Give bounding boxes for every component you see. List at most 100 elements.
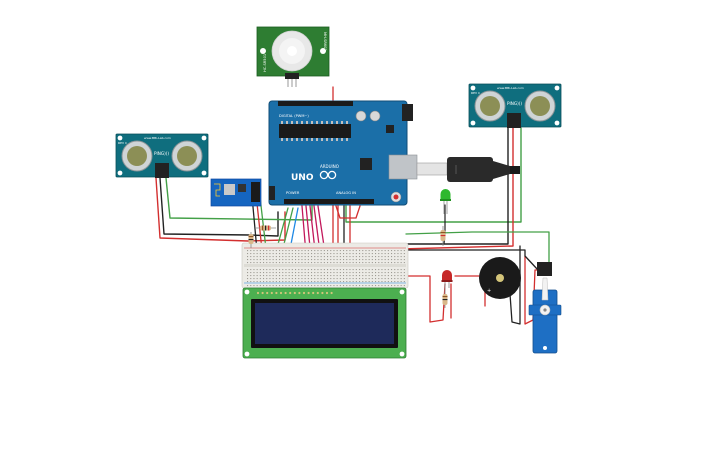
breadboard-hole — [343, 250, 345, 252]
breadboard-hole — [381, 253, 383, 255]
breadboard-hole — [339, 285, 341, 287]
pir-label-right: MH-SR602 — [323, 32, 327, 51]
breadboard-hole — [295, 285, 297, 287]
breadboard-hole — [288, 256, 290, 258]
breadboard-hole — [250, 250, 252, 252]
breadboard-hole — [384, 253, 386, 255]
breadboard-hole — [298, 285, 300, 287]
breadboard-hole — [323, 272, 325, 274]
breadboard-hole — [343, 285, 345, 287]
breadboard-hole — [403, 275, 405, 277]
breadboard-hole — [397, 269, 399, 271]
breadboard-hole — [400, 259, 402, 261]
breadboard-hole — [320, 275, 322, 277]
breadboard-hole — [362, 250, 364, 252]
breadboard-hole — [263, 275, 265, 277]
breadboard-hole — [304, 256, 306, 258]
breadboard-hole — [269, 262, 271, 264]
breadboard-hole — [362, 259, 364, 261]
breadboard-hole — [317, 259, 319, 261]
breadboard-hole — [253, 285, 255, 287]
breadboard-hole — [250, 256, 252, 258]
breadboard-hole — [394, 253, 396, 255]
breadboard-hole — [352, 278, 354, 280]
breadboard-hole — [400, 272, 402, 274]
breadboard-hole — [301, 256, 303, 258]
breadboard-hole — [317, 275, 319, 277]
resistor — [255, 225, 276, 231]
chip-pin — [296, 138, 298, 141]
breadboard-hole — [259, 256, 261, 258]
breadboard-hole — [378, 250, 380, 252]
chip-pin — [306, 121, 308, 124]
breadboard-hole — [282, 275, 284, 277]
breadboard-hole — [371, 281, 373, 283]
breadboard-hole — [288, 272, 290, 274]
breadboard-hole — [266, 253, 268, 255]
breadboard-hole — [259, 272, 261, 274]
breadboard-hole — [391, 269, 393, 271]
wire-red-arc — [335, 205, 361, 219]
breadboard-hole — [272, 281, 274, 283]
breadboard-hole — [323, 256, 325, 258]
breadboard-hole — [400, 253, 402, 255]
breadboard-hole — [346, 285, 348, 287]
breadboard-hole — [355, 250, 357, 252]
breadboard-hole — [250, 281, 252, 283]
breadboard-hole — [285, 272, 287, 274]
breadboard-hole — [320, 253, 322, 255]
breadboard-hole — [250, 253, 252, 255]
breadboard-hole — [368, 259, 370, 261]
breadboard-hole — [317, 278, 319, 280]
breadboard-hole — [381, 281, 383, 283]
breadboard-hole — [259, 285, 261, 287]
breadboard-hole — [301, 285, 303, 287]
analog-label: ANALOG IN — [336, 191, 356, 195]
breadboard-hole — [403, 250, 405, 252]
breadboard-hole — [403, 253, 405, 255]
breadboard-hole — [247, 256, 249, 258]
breadboard-hole — [375, 278, 377, 280]
breadboard-hole — [346, 253, 348, 255]
breadboard-hole — [384, 285, 386, 287]
breadboard-hole — [323, 269, 325, 271]
breadboard-hole — [371, 259, 373, 261]
breadboard-hole — [253, 272, 255, 274]
breadboard-hole — [355, 256, 357, 258]
lcd-pin — [284, 291, 287, 295]
svg-text:+: + — [487, 288, 491, 294]
lcd-pin — [261, 291, 264, 295]
chip-pin — [316, 121, 318, 124]
lcd-pin — [330, 291, 333, 295]
chip-pin — [331, 138, 333, 141]
breadboard-hole — [365, 275, 367, 277]
power-analog-header — [284, 199, 374, 204]
breadboard-hole — [333, 256, 335, 258]
lcd-screen — [255, 303, 394, 344]
resistor — [248, 232, 254, 248]
breadboard-hole — [275, 250, 277, 252]
breadboard-hole — [355, 278, 357, 280]
breadboard-hole — [394, 250, 396, 252]
breadboard-hole — [311, 250, 313, 252]
breadboard-hole — [346, 262, 348, 264]
breadboard-hole — [307, 256, 309, 258]
us-left-brand: www.BBi-Lab.com — [144, 136, 171, 140]
chip-pin — [291, 121, 293, 124]
breadboard-hole — [295, 259, 297, 261]
breadboard-hole — [349, 272, 351, 274]
breadboard-hole — [362, 253, 364, 255]
breadboard-hole — [384, 256, 386, 258]
breadboard-hole — [381, 269, 383, 271]
breadboard-hole — [285, 278, 287, 280]
breadboard-hole — [282, 285, 284, 287]
breadboard-hole — [333, 250, 335, 252]
breadboard-hole — [307, 253, 309, 255]
chip-pin — [326, 121, 328, 124]
breadboard-hole — [288, 253, 290, 255]
breadboard-hole — [333, 278, 335, 280]
breadboard-hole — [375, 281, 377, 283]
esp8266-wifi-module — [210, 178, 262, 207]
breadboard-hole — [394, 256, 396, 258]
